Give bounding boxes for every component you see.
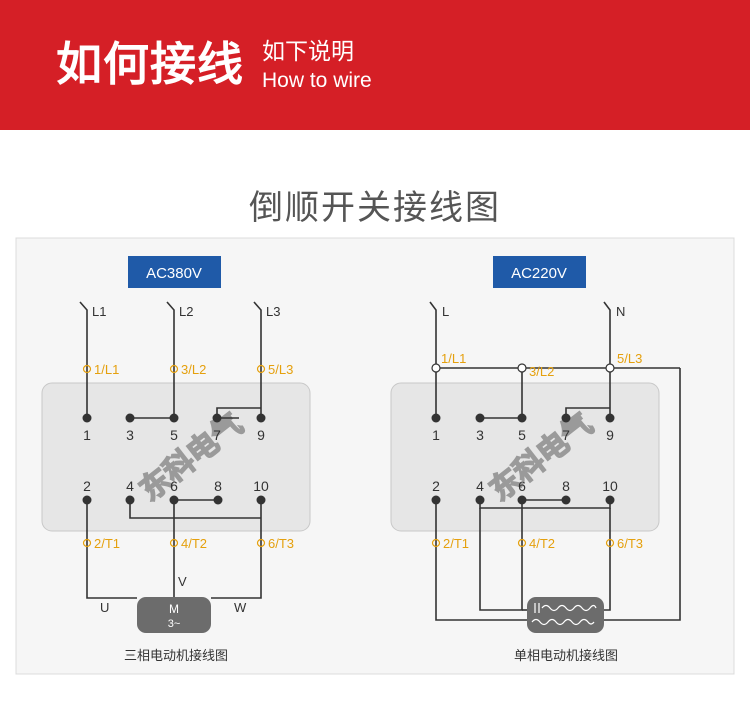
terminal-2-t1: 2/T1 bbox=[94, 536, 120, 551]
contact-1: 1 bbox=[83, 427, 91, 443]
terminal-3-l2: 3/L2 bbox=[181, 362, 206, 377]
contact-4: 4 bbox=[126, 478, 134, 494]
input-label-l3: L3 bbox=[266, 304, 280, 319]
terminal-4-t2: 4/T2 bbox=[529, 536, 555, 551]
input-label-l2: L2 bbox=[179, 304, 193, 319]
contact-3: 3 bbox=[126, 427, 134, 443]
header-subtitle-en: How to wire bbox=[262, 69, 372, 92]
switch-body bbox=[390, 382, 660, 532]
header-banner: 如何接线 如下说明 How to wire bbox=[0, 0, 750, 130]
terminal-3-l2: 3/L2 bbox=[529, 364, 554, 379]
header-title: 如何接线 bbox=[56, 37, 244, 91]
terminal-6-t3: 6/T3 bbox=[617, 536, 643, 551]
terminal-1-l1: 1/L1 bbox=[441, 351, 466, 366]
input-label-l1: L1 bbox=[92, 304, 106, 319]
contact-6: 6 bbox=[170, 478, 178, 494]
header-subtitle-cn: 如下说明 bbox=[262, 39, 354, 65]
contact-2: 2 bbox=[432, 478, 440, 494]
phase-u: U bbox=[100, 600, 109, 615]
motor-single-phase-icon bbox=[527, 597, 604, 633]
contact-3: 3 bbox=[476, 427, 484, 443]
section-title: 倒顺开关接线图 bbox=[249, 188, 501, 228]
contact-10: 10 bbox=[253, 478, 269, 494]
contact-6: 6 bbox=[518, 478, 526, 494]
contact-10: 10 bbox=[602, 478, 618, 494]
input-label-n: N bbox=[616, 304, 625, 319]
three-phase-diagram: AC380V 东科电气 L1 L2 L3 1/L1 3/L2 5/L3 bbox=[41, 256, 311, 664]
motor-sub: 3~ bbox=[168, 618, 181, 630]
motor-label: M bbox=[169, 602, 179, 616]
voltage-label-380: AC380V bbox=[146, 265, 202, 282]
contact-7: 7 bbox=[562, 427, 570, 443]
contact-7: 7 bbox=[213, 427, 221, 443]
contact-9: 9 bbox=[606, 427, 614, 443]
phase-w: W bbox=[234, 600, 247, 615]
input-label-l: L bbox=[442, 304, 449, 319]
phase-v: V bbox=[178, 574, 187, 589]
contact-2: 2 bbox=[83, 478, 91, 494]
contact-8: 8 bbox=[214, 478, 222, 494]
terminal-4-t2: 4/T2 bbox=[181, 536, 207, 551]
caption-three-phase: 三相电动机接线图 bbox=[124, 648, 228, 664]
voltage-badge-380 bbox=[128, 256, 221, 288]
contact-9: 9 bbox=[257, 427, 265, 443]
contact-5: 5 bbox=[170, 427, 178, 443]
contact-4: 4 bbox=[476, 478, 484, 494]
voltage-label-220: AC220V bbox=[511, 265, 567, 282]
single-phase-diagram: AC220V 东科电气 L N 1/L1 bbox=[390, 256, 681, 664]
terminal-6-t3: 6/T3 bbox=[268, 536, 294, 551]
motor-three-phase-icon bbox=[137, 597, 211, 633]
switch-body bbox=[41, 382, 311, 532]
terminal-1-l1: 1/L1 bbox=[94, 362, 119, 377]
contact-8: 8 bbox=[562, 478, 570, 494]
caption-single-phase: 单相电动机接线图 bbox=[514, 648, 618, 664]
contact-5: 5 bbox=[518, 427, 526, 443]
terminal-2-t1: 2/T1 bbox=[443, 536, 469, 551]
terminal-5-l3: 5/L3 bbox=[268, 362, 293, 377]
terminal-5-l3: 5/L3 bbox=[617, 351, 642, 366]
voltage-badge-220 bbox=[493, 256, 586, 288]
contact-1: 1 bbox=[432, 427, 440, 443]
